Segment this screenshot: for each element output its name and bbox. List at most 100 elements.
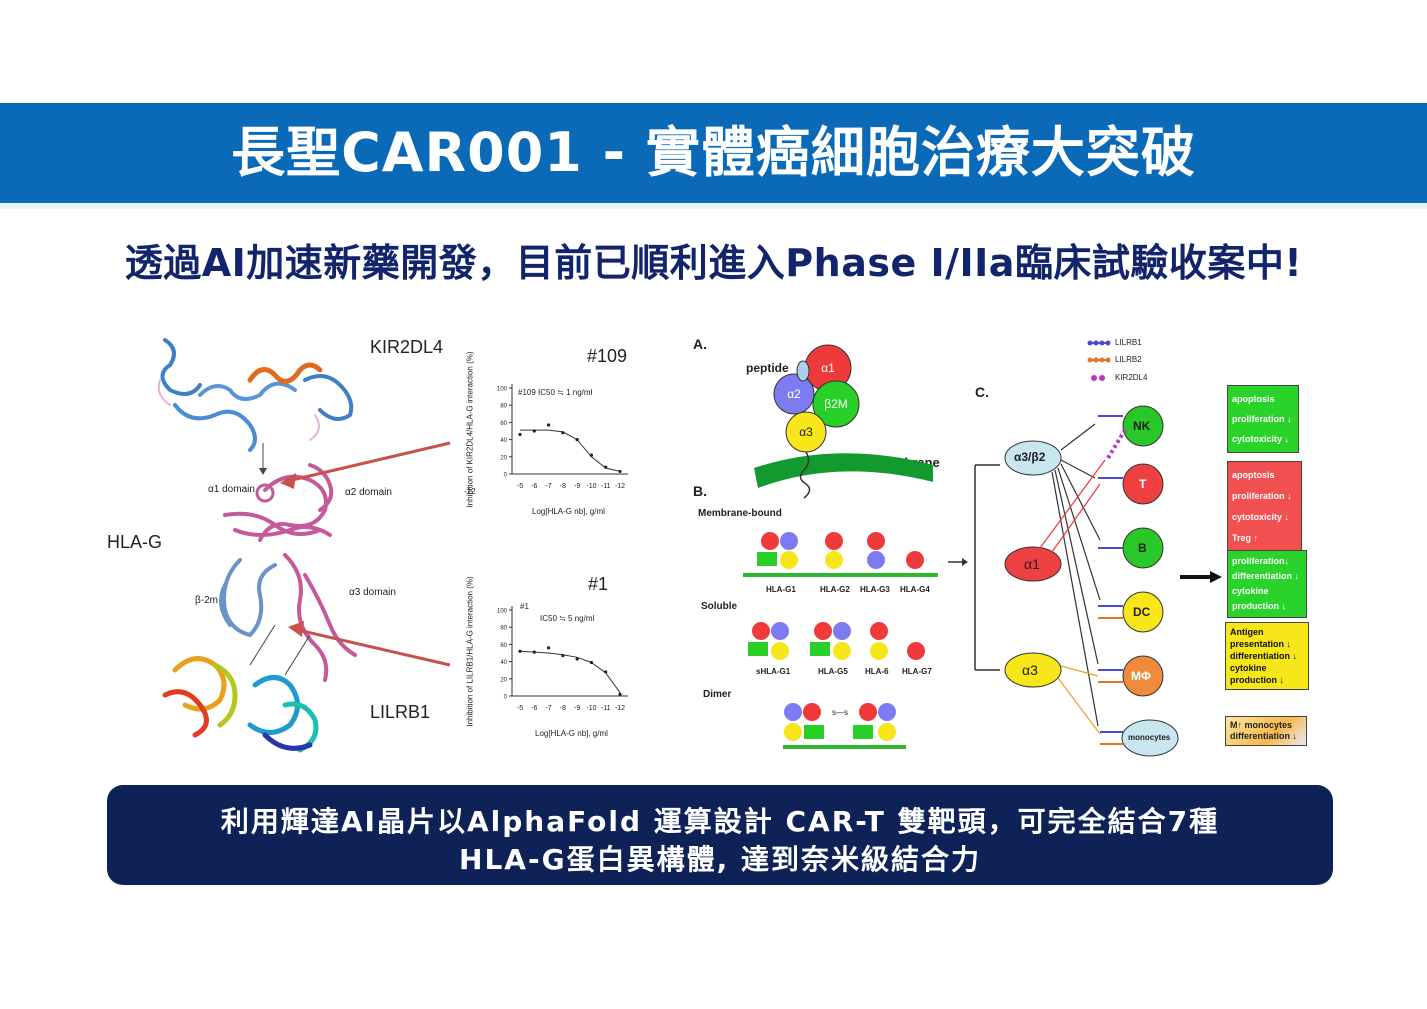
legend-lilrb1: LILRB1 xyxy=(1115,338,1142,347)
domain-a3 xyxy=(1004,652,1062,688)
chart-bottom-data-point xyxy=(532,650,536,654)
summary-line-1: 利用輝達AI晶片以AlphaFold 運算設計 CAR-T 雙靶頭，可完全結合7… xyxy=(220,805,1220,838)
isoform-label-hla-g5: HLA-G5 xyxy=(818,667,848,676)
a3-text: α3 xyxy=(799,425,813,439)
peptide-shape xyxy=(796,360,810,382)
chart-top-data-point xyxy=(618,469,622,474)
isoform-label-hla-g2: HLA-G2 xyxy=(820,585,850,594)
a3-domain-label: α3 domain xyxy=(349,587,396,598)
chart-bottom-data-point xyxy=(561,653,565,658)
chart-top-xtick-label: -5 xyxy=(517,483,523,490)
chart-top-data-point xyxy=(532,429,536,433)
a1-text: α1 xyxy=(821,361,835,375)
chart-top-ytick-label: 60 xyxy=(500,421,507,427)
chart-top-xtick-label: -8 xyxy=(560,483,566,490)
chart-top-id: #109 xyxy=(587,346,628,366)
chart-bottom-ytick-label: 100 xyxy=(497,609,508,615)
chart-bottom-data-point xyxy=(575,657,579,661)
chart-bottom-xtick-label: -8 xyxy=(560,705,566,712)
isoform-label-hla-g3: HLA-G3 xyxy=(860,585,890,594)
chart-top-xtick-label: -6 xyxy=(531,483,537,490)
cell-dc-label: DC xyxy=(1133,605,1151,619)
chart-top-ytick-label: 0 xyxy=(504,473,508,479)
chart-top-ytick-label: 20 xyxy=(500,455,507,461)
interaction-network xyxy=(948,340,1222,757)
cell-nk-label: NK xyxy=(1133,419,1151,433)
hla-g-schematic: α1 α2 β2M α3 xyxy=(754,344,933,499)
soluble-label: Soluble xyxy=(701,601,738,612)
chart-top-extra-tick: -12 xyxy=(464,487,476,496)
isoform-shla-g1 xyxy=(748,622,789,660)
peptide-label: peptide xyxy=(746,361,789,375)
chart-top-xtick-label: -12 xyxy=(615,483,625,490)
membrane-arc xyxy=(754,453,933,488)
chart-bottom-data-point xyxy=(604,670,608,674)
legend-swatch-kir2dl4 xyxy=(1091,375,1105,381)
isoform-schematic: s—s xyxy=(743,532,938,749)
domain-a1-label: α1 xyxy=(1024,556,1040,572)
a2-circle xyxy=(773,373,815,415)
dimer-left xyxy=(784,703,824,741)
domain-a1 xyxy=(1004,546,1062,582)
disulfide-bond: s—s xyxy=(832,708,848,717)
chart-bottom-xtick-label: -7 xyxy=(545,705,551,712)
chart-bottom-xtick-label: -9 xyxy=(574,705,580,712)
chart-bottom-xtick-label: -10 xyxy=(586,705,596,712)
cell-monocytes xyxy=(1121,719,1179,757)
binding-arrows xyxy=(280,441,451,667)
chart-top-xtick-label: -7 xyxy=(545,483,551,490)
chart-top-data-point xyxy=(575,438,579,442)
isoform-hla-g5 xyxy=(810,622,851,660)
immune-effect-figure: C. LILRB1 LILRB2 KIR2DL4 xyxy=(940,330,1320,770)
isoform-hla-g3 xyxy=(867,532,885,569)
arrow-lilrb-to-hla xyxy=(297,628,451,667)
a2-domain-label: α2 domain xyxy=(345,487,392,498)
kir2dl4-ribbon xyxy=(157,338,354,452)
legend-lilrb2: LILRB2 xyxy=(1115,355,1142,364)
chart-bottom-axes xyxy=(511,606,628,697)
isoform-label-hla-g7: HLA-G7 xyxy=(902,667,932,676)
cell-nk xyxy=(1122,405,1164,447)
chart-bottom-legend-id: #1 xyxy=(520,602,529,611)
summary-box xyxy=(107,785,1333,885)
cell-t xyxy=(1122,463,1164,505)
chart-bottom-xtick-label: -11 xyxy=(601,705,611,712)
banner-underline xyxy=(0,203,1427,209)
chart-bottom-ytick-label: 40 xyxy=(500,660,507,666)
chart-bottom-ytick-label: 60 xyxy=(500,643,507,649)
chart-top-ytick-label: 40 xyxy=(500,438,507,444)
domain-a3b2 xyxy=(1004,440,1062,476)
title-banner xyxy=(0,103,1427,203)
chart-top-data-point xyxy=(518,432,522,437)
cell-macrophage xyxy=(1122,655,1164,697)
legend-swatch-lilrb2 xyxy=(1087,357,1111,363)
b2m-circle xyxy=(812,380,860,428)
hla-g-isoform-figure: A. peptide membrane α1 α2 β2M α3 B. Memb… xyxy=(688,330,958,760)
isoform-hla-6 xyxy=(870,622,888,660)
chart-top-data-point xyxy=(604,465,608,469)
summary-line-2: HLA-G蛋白異構體, 達到奈米級結合力 xyxy=(459,843,981,876)
chart-bottom-data-point xyxy=(618,692,622,696)
a1-domain-label: α1 domain xyxy=(208,484,255,495)
chart-bottom-xlabel: Log[HLA-G nb], g/ml xyxy=(535,729,608,738)
panel-a-label: A. xyxy=(693,336,707,352)
page-subtitle: 透過AI加速新藥開發，目前已順利進入Phase I/IIa臨床試驗收案中! xyxy=(124,241,1303,285)
chart-bottom-ytick-label: 0 xyxy=(504,695,508,701)
cell-b-label: B xyxy=(1138,541,1147,555)
chart-bottom-xtick-label: -5 xyxy=(517,705,523,712)
chart-bottom-data-point xyxy=(546,646,551,650)
membrane-bound-label: Membrane-bound xyxy=(698,508,782,519)
chart-top-xtick-label: -11 xyxy=(601,483,611,490)
chart-top-legend: #109 IC50 ≒ 1 ng/ml xyxy=(518,388,593,397)
isoform-label-shla-g1: sHLA-G1 xyxy=(756,667,791,676)
cell-macrophage-label: MΦ xyxy=(1131,669,1151,683)
panel-b-label: B. xyxy=(693,483,707,499)
isoform-label-hla-6: HLA-6 xyxy=(865,667,889,676)
chart-top-axes xyxy=(511,384,628,475)
chart-top-xtick-label: -10 xyxy=(586,483,596,490)
arrow-kir-to-hla xyxy=(287,441,451,483)
b2m-text: β2M xyxy=(824,397,848,411)
